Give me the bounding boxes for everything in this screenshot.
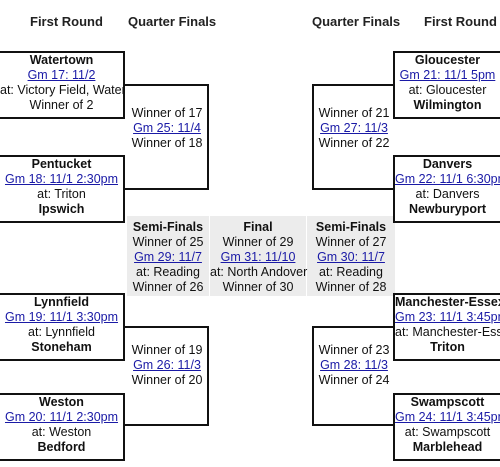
qf-top-text: Winner of 17 <box>131 106 203 120</box>
game-23-link[interactable]: Gm 23: 11/1 3:45pm <box>395 310 500 324</box>
team-manchester-essex: Manchester-Essex <box>395 295 500 309</box>
game-20-box: Weston Gm 20: 11/1 2:30pm at: Weston Bed… <box>0 393 125 461</box>
team-winner-of-2: Winner of 2 <box>29 98 94 112</box>
team-watertown: Watertown <box>29 53 94 67</box>
game-31-link[interactable]: Gm 31: 11/10 <box>220 250 296 264</box>
bracket-line <box>207 326 209 426</box>
sf-bottom-text: Winner of 28 <box>315 280 387 294</box>
game-21-link[interactable]: Gm 21: 11/1 5pm <box>399 68 496 82</box>
game-23-box: Manchester-Essex Gm 23: 11/1 3:45pm at: … <box>393 293 500 361</box>
final-panel <box>210 216 306 296</box>
sf-top-text: Winner of 27 <box>315 235 387 249</box>
final-game: Final Winner of 29 Gm 31: 11/10 at: Nort… <box>210 220 308 295</box>
team-lynnfield: Lynnfield <box>33 295 90 309</box>
qf-top-text: Winner of 19 <box>131 343 203 357</box>
qf-bottom-text: Winner of 20 <box>131 373 203 387</box>
header-quarter-finals-right: Quarter Finals <box>312 14 401 29</box>
venue-text: at: Gloucester <box>408 83 487 97</box>
bracket-line <box>312 326 393 328</box>
game-24-box: Swampscott Gm 24: 11/1 3:45pm at: Swamps… <box>393 393 500 461</box>
game-18-box: Pentucket Gm 18: 11/1 2:30pm at: Triton … <box>0 155 125 223</box>
qf-top-text: Winner of 21 <box>318 106 390 120</box>
semifinal-right-panel <box>307 216 395 296</box>
bracket-line <box>312 84 314 190</box>
team-triton: Triton <box>430 340 465 354</box>
qf-game-25: Winner of 17 Gm 25: 11/4 Winner of 18 <box>128 106 206 151</box>
game-29-link[interactable]: Gm 29: 11/7 <box>134 250 202 264</box>
team-danvers: Danvers <box>422 157 473 171</box>
bracket-line <box>125 424 208 426</box>
venue-text: at: Danvers <box>415 187 480 201</box>
header-first-round-right: First Round <box>424 14 497 29</box>
team-pentucket: Pentucket <box>31 157 92 171</box>
final-title: Final <box>243 220 273 234</box>
bracket-line <box>125 326 208 328</box>
bracket-line <box>312 188 393 190</box>
bracket-line <box>312 424 393 426</box>
game-25-link[interactable]: Gm 25: 11/4 <box>133 121 201 135</box>
team-weston: Weston <box>39 395 84 409</box>
game-21-box: Gloucester Gm 21: 11/1 5pm at: Glouceste… <box>393 51 500 119</box>
final-venue-text: at: North Andover <box>210 265 308 279</box>
game-19-link[interactable]: Gm 19: 11/1 3:30pm <box>4 310 119 324</box>
game-17-box: Watertown Gm 17: 11/2 at: Victory Field,… <box>0 51 125 119</box>
bracket-line <box>312 84 393 86</box>
final-top-text: Winner of 29 <box>222 235 294 249</box>
venue-text: at: Weston <box>31 425 92 439</box>
sf-venue-text: at: Reading <box>136 265 200 279</box>
semifinal-left: Semi-Finals Winner of 25 Gm 29: 11/7 at:… <box>127 220 209 295</box>
final-bottom-text: Winner of 30 <box>222 280 294 294</box>
qf-game-27: Winner of 21 Gm 27: 11/3 Winner of 22 <box>315 106 393 151</box>
team-ipswich: Ipswich <box>38 202 85 216</box>
game-24-link[interactable]: Gm 24: 11/1 3:45pm <box>395 410 500 424</box>
team-gloucester: Gloucester <box>414 53 481 67</box>
qf-top-text: Winner of 23 <box>318 343 390 357</box>
team-newburyport: Newburyport <box>408 202 487 216</box>
sf-bottom-text: Winner of 26 <box>132 280 204 294</box>
venue-text: at: Victory Field, Water <box>0 83 125 97</box>
team-stoneham: Stoneham <box>31 340 92 354</box>
venue-text: at: Swampscott <box>404 425 491 439</box>
bracket-line <box>125 188 208 190</box>
team-wilmington: Wilmington <box>413 98 482 112</box>
game-22-box: Danvers Gm 22: 11/1 6:30pm at: Danvers N… <box>393 155 500 223</box>
sf-venue-text: at: Reading <box>319 265 383 279</box>
team-bedford: Bedford <box>37 440 86 454</box>
game-20-link[interactable]: Gm 20: 11/1 2:30pm <box>4 410 119 424</box>
venue-text: at: Manchester-Esse <box>395 325 500 339</box>
semifinal-title: Semi-Finals <box>132 220 204 234</box>
team-marblehead: Marblehead <box>412 440 483 454</box>
sf-top-text: Winner of 25 <box>132 235 204 249</box>
bracket-line <box>207 84 209 190</box>
game-30-link[interactable]: Gm 30: 11/7 <box>317 250 385 264</box>
qf-game-28: Winner of 23 Gm 28: 11/3 Winner of 24 <box>315 343 393 388</box>
venue-text: at: Triton <box>37 187 86 201</box>
semifinal-right: Semi-Finals Winner of 27 Gm 30: 11/7 at:… <box>307 220 395 295</box>
qf-game-26: Winner of 19 Gm 26: 11/3 Winner of 20 <box>128 343 206 388</box>
semifinal-title: Semi-Finals <box>315 220 387 234</box>
game-18-link[interactable]: Gm 18: 11/1 2:30pm <box>4 172 119 186</box>
game-27-link[interactable]: Gm 27: 11/3 <box>320 121 388 135</box>
team-swampscott: Swampscott <box>410 395 485 409</box>
game-19-box: Lynnfield Gm 19: 11/1 3:30pm at: Lynnfie… <box>0 293 125 361</box>
game-22-link[interactable]: Gm 22: 11/1 6:30pm <box>395 172 500 186</box>
header-first-round-left: First Round <box>30 14 103 29</box>
game-17-link[interactable]: Gm 17: 11/2 <box>27 68 96 82</box>
game-28-link[interactable]: Gm 28: 11/3 <box>320 358 388 372</box>
venue-text: at: Lynnfield <box>28 325 95 339</box>
bracket-line <box>312 326 314 426</box>
game-26-link[interactable]: Gm 26: 11/3 <box>133 358 201 372</box>
bracket-line <box>125 84 208 86</box>
header-quarter-finals-left: Quarter Finals <box>128 14 217 29</box>
qf-bottom-text: Winner of 18 <box>131 136 203 150</box>
semifinal-left-panel <box>127 216 209 296</box>
qf-bottom-text: Winner of 22 <box>318 136 390 150</box>
qf-bottom-text: Winner of 24 <box>318 373 390 387</box>
